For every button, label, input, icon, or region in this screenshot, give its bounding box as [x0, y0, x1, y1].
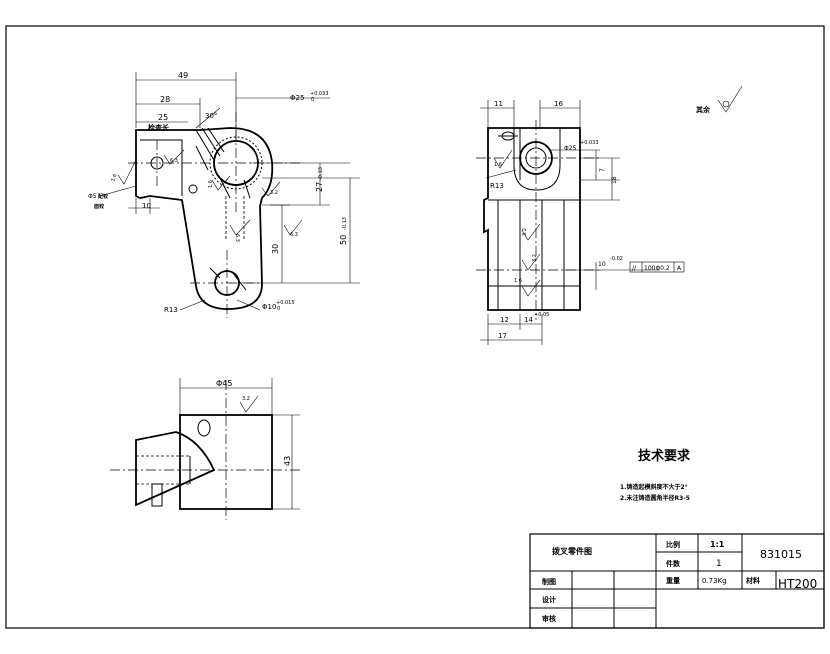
row-design: 设计 — [542, 595, 556, 604]
dim-30: 30 — [271, 244, 280, 254]
side-dim-12: 12 — [500, 316, 509, 324]
rough-side-c: 3.2 — [532, 254, 538, 262]
row-draw: 制图 — [542, 577, 556, 586]
tolerance-value: 100Φ0.2 — [644, 265, 670, 272]
title-block — [529, 533, 825, 629]
material-label: 材料 — [745, 576, 760, 585]
quantity-value: 1 — [716, 559, 722, 569]
side-dim-11: 11 — [494, 100, 503, 108]
dim-bore-25-tol: +0.033 — [310, 91, 329, 97]
side-dim-bore: Φ25 — [564, 145, 577, 152]
side-dim-16: 16 — [554, 100, 563, 108]
dim-hole-5: Φ5 — [88, 193, 97, 200]
dim-small-bore: Φ10 — [262, 303, 276, 311]
dim-25: 25 — [158, 113, 168, 122]
note-depth: 检查长 — [148, 123, 170, 132]
drawing-border — [5, 25, 825, 629]
top-view — [110, 378, 300, 520]
tolerance-datum: A — [677, 265, 682, 272]
top-dim-45: Φ45 — [216, 379, 232, 388]
dim-hole-5-sub: 面铰 — [94, 203, 104, 210]
side-view — [476, 100, 685, 345]
side-dim-slot: 10 — [598, 261, 606, 268]
side-dim-18: 18 — [611, 176, 618, 184]
surface-note: 其余 — [696, 105, 711, 114]
top-rough: 3.2 — [242, 396, 250, 402]
rough-side-a: 1.6 — [494, 162, 502, 168]
material-value: HT200 — [778, 577, 817, 591]
dim-10: 10 — [142, 202, 151, 210]
tolerance-symbol: // — [632, 265, 637, 272]
tech-req-item: 2.未注铸造圆角半径R3-5 — [620, 494, 690, 502]
rough-front-f: 1.6 — [208, 180, 214, 188]
dim-27-tol: -0.13 — [318, 167, 324, 180]
dim-49: 49 — [178, 71, 188, 80]
front-view — [99, 72, 360, 318]
side-dim-bore-tol: +0.033 — [580, 140, 599, 146]
weight-value: 0.73Kg — [702, 577, 727, 585]
dim-small-bore-tol-low: 0 — [277, 306, 280, 312]
part-name: 拨叉零件图 — [552, 546, 592, 556]
side-dim-17: 17 — [498, 332, 507, 340]
rough-side-b: 3.2 — [522, 228, 528, 236]
rough-front-e: 6.3 — [234, 234, 240, 242]
drawing-number: 831015 — [760, 548, 802, 561]
surface-note-symbol — [717, 85, 743, 113]
dim-50-tol: -0.13 — [342, 217, 348, 230]
tech-req-item: 1.铸造起模斜度不大于2° — [620, 483, 688, 491]
rough-front-a: 1.6 — [110, 173, 118, 183]
rough-front-c: 6.3 — [290, 232, 298, 238]
dim-hole-5-note: 配铰 — [98, 193, 108, 200]
dim-small-bore-tol: +0.015 — [276, 300, 295, 306]
rough-side-d: 1.6 — [514, 278, 522, 284]
weight-label: 重量 — [666, 576, 680, 585]
side-dim-14-tol: +0.05 — [534, 312, 549, 318]
side-dim-r13: R13 — [490, 182, 504, 190]
dim-r13: R13 — [164, 306, 178, 314]
top-dim-43: 43 — [283, 456, 292, 466]
dim-28: 28 — [160, 95, 170, 104]
scale-value: 1:1 — [710, 540, 725, 549]
scale-label: 比例 — [666, 540, 680, 549]
side-dim-14: 14 — [524, 316, 533, 324]
rough-front-b: 6.3 — [170, 158, 178, 164]
quantity-label: 件数 — [666, 559, 681, 568]
side-dim-slot-tol: -0.02 — [610, 256, 623, 262]
side-dim-7: 7 — [599, 168, 606, 172]
dim-bore-25-tol-low: 0 — [311, 97, 314, 103]
rough-front-d: 3.2 — [270, 190, 278, 196]
dim-angle-30: 30° — [205, 112, 217, 120]
tech-req-title: 技术要求 — [638, 448, 691, 464]
dim-bore-25: Φ25 — [290, 94, 304, 102]
row-check: 审核 — [542, 614, 556, 623]
dim-27: 27 — [315, 182, 324, 192]
dim-50: 50 — [339, 235, 348, 245]
